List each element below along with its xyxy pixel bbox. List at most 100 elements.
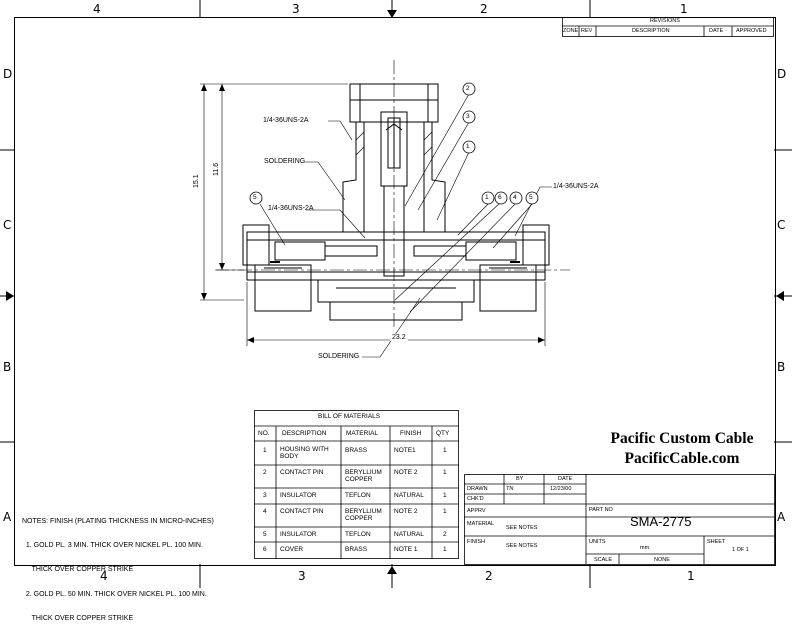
bom-row-5-qty: 2: [443, 531, 447, 538]
dimension-upper-height: 11.6: [213, 162, 220, 176]
balloon-1-top: 1: [466, 143, 470, 150]
bom-row-5-finish: NATURAL: [394, 531, 424, 538]
title-block-partno-value: SMA-2775: [630, 514, 692, 529]
revisions-header-approved: APPROVED: [736, 28, 767, 34]
bom-row-3-material: TEFLON: [345, 492, 371, 499]
zone-left-d: D: [3, 67, 13, 81]
balloon-5-right: 5: [529, 194, 533, 201]
zone-top-1: 1: [680, 2, 688, 16]
title-block-apprv-label: APPRV: [467, 508, 486, 514]
zone-right-b: B: [777, 360, 786, 374]
center-arrow-bottom-icon: [387, 566, 397, 574]
thread-callout-top: 1/4-36UNS-2A: [263, 117, 309, 124]
bom-title: BILL OF MATERIALS: [318, 413, 381, 420]
bom-row-1-desc: HOUSING WITH BODY: [280, 446, 329, 460]
title-block-units-value: mm: [640, 545, 650, 551]
notes-line-3: THICK OVER COPPER STRIKE: [22, 566, 134, 574]
bom-row-6-no: 6: [263, 546, 267, 553]
thread-callout-right: 1/4-36UNS-2A: [553, 183, 599, 190]
title-block-partno-label: PART NO: [589, 507, 613, 513]
bom-row-1-finish: NOTE1: [394, 447, 416, 454]
title-block-chkd-label: CHK'D: [467, 496, 484, 502]
title-block-finish-value: SEE NOTES: [506, 543, 538, 549]
title-block-sheet-label: SHEET: [707, 539, 726, 545]
bom-row-2-finish: NOTE 2: [394, 469, 418, 476]
zone-bottom-4: 4: [100, 569, 108, 583]
balloon-2: 2: [466, 85, 470, 92]
soldering-callout-bottom: SOLDERING: [318, 353, 360, 360]
revisions-header-zone: ZONE: [563, 28, 579, 34]
title-block-date-label: DATE: [558, 476, 573, 482]
bom-row-4-material: BERYLLIUM COPPER: [345, 508, 382, 522]
balloon-1-right: 1: [485, 194, 489, 201]
bom-row-5-no: 5: [263, 531, 267, 538]
zone-left-a: A: [3, 510, 12, 524]
bom-row-6-desc: COVER: [280, 546, 304, 553]
drawing-frame: [14, 17, 776, 566]
bom-row-1-material: BRASS: [345, 447, 368, 454]
bom-row-2-qty: 1: [443, 469, 447, 476]
bom-row-4-desc: CONTACT PIN: [280, 508, 324, 515]
bom-row-5-material: TEFLON: [345, 531, 371, 538]
title-block: BY DATE DRAWN TN 12/23/00 CHK'D APPRV MA…: [464, 474, 775, 565]
bom-row-3-desc: INSULATOR: [280, 492, 317, 499]
title-block-drawn-date: 12/23/00: [550, 486, 572, 492]
soldering-callout-top: SOLDERING: [264, 158, 306, 165]
balloon-5-left: 5: [253, 194, 257, 201]
bom-row-1-qty: 1: [443, 447, 447, 454]
title-block-drawn-by: TN: [506, 486, 514, 492]
title-block-finish-label: FINISH: [467, 539, 486, 545]
bom-row-6-finish: NOTE 1: [394, 546, 418, 553]
zone-top-3: 3: [292, 2, 300, 16]
notes-line-5: THICK OVER COPPER STRIKE: [22, 614, 134, 622]
title-block-scale-value: NONE: [654, 557, 670, 563]
zone-right-c: C: [777, 218, 786, 232]
zone-right-a: A: [777, 510, 786, 524]
company-url: PacificCable.com: [624, 450, 740, 467]
title-block-units-label: UNITS: [589, 539, 606, 545]
zone-bottom-1: 1: [687, 569, 695, 583]
bom-row-2-material: BERYLLIUM COPPER: [345, 469, 382, 483]
center-arrow-top-icon: [387, 10, 397, 18]
notes-line-1: NOTES: FINISH (PLATING THICKNESS IN MICR…: [22, 518, 214, 526]
bom-row-5-desc: INSULATOR: [280, 531, 317, 538]
dimension-overall-width: 23.2: [390, 334, 408, 341]
bom-row-2-no: 2: [263, 469, 267, 476]
bom-header-qty: QTY: [436, 430, 450, 437]
revisions-header-description: DESCRIPTION: [632, 28, 670, 34]
zone-left-c: C: [3, 218, 12, 232]
balloon-3: 3: [466, 113, 470, 120]
title-block-material-value: SEE NOTES: [506, 525, 538, 531]
finish-notes: NOTES: FINISH (PLATING THICKNESS IN MICR…: [22, 502, 214, 631]
bom-row-6-material: BRASS: [345, 546, 368, 553]
zone-top-2: 2: [480, 2, 488, 16]
center-arrow-left-icon: [6, 291, 14, 301]
revisions-header-date: DATE: [709, 28, 724, 34]
bom-row-4-qty: 1: [443, 508, 447, 515]
balloon-6: 6: [498, 194, 502, 201]
bom-row-2-desc: CONTACT PIN: [280, 469, 324, 476]
thread-callout-left: 1/4-36UNS-2A: [268, 205, 314, 212]
notes-line-4: 2. GOLD PL. 50 MIN. THICK OVER NICKEL PL…: [22, 590, 207, 598]
title-block-material-label: MATERIAL: [467, 521, 495, 527]
connector-drawing: [200, 60, 570, 358]
bill-of-materials: BILL OF MATERIALS NO. DESCRIPTION MATERI…: [254, 410, 459, 559]
revisions-header-rev: REV: [581, 28, 593, 34]
bom-header-finish: FINISH: [400, 430, 422, 437]
zone-ticks: [0, 0, 792, 588]
bom-header-material: MATERIAL: [346, 430, 379, 437]
dimension-overall-height: 15.1: [193, 174, 200, 188]
title-block-by-label: BY: [516, 476, 524, 482]
bom-row-4-finish: NOTE 2: [394, 508, 418, 515]
zone-bottom-3: 3: [298, 569, 306, 583]
title-block-drawn-label: DRAWN: [467, 486, 488, 492]
bom-header-no: NO.: [258, 430, 270, 437]
balloon-4: 4: [513, 194, 517, 201]
revisions-title: REVISIONS: [650, 18, 680, 24]
zone-top-4: 4: [93, 2, 101, 16]
bom-row-3-no: 3: [263, 492, 267, 499]
bom-header-description: DESCRIPTION: [282, 430, 327, 437]
center-arrow-right-icon: [776, 291, 784, 301]
bom-row-3-finish: NATURAL: [394, 492, 424, 499]
bom-row-1-no: 1: [263, 447, 267, 454]
